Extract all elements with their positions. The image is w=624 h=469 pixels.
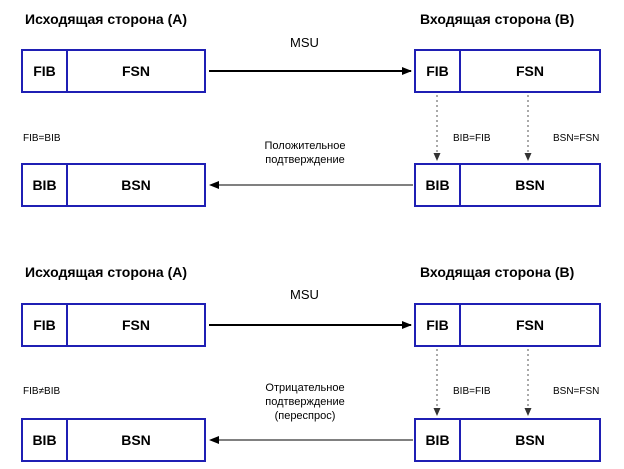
- panel2-receiver-bottom-frame: [414, 418, 601, 462]
- panel1-receiver-bottom-frame: [414, 163, 601, 207]
- receiver-fib-cell: FIB: [426, 63, 449, 79]
- receiver-bsn-cell: BSN: [515, 177, 545, 193]
- panel2-sender-top-frame: [21, 303, 206, 347]
- sender-fsn-cell: FSN: [122, 317, 150, 333]
- msu-label: MSU: [290, 35, 319, 50]
- sender-condition-label: FIB≠BIB: [23, 386, 61, 397]
- ack-caption: Положительное подтверждение: [264, 140, 346, 166]
- sender-bsn-cell: BSN: [121, 177, 151, 193]
- ack-caption: Отрицательное подтверждение (переспрос): [265, 382, 345, 422]
- panel1-sender-top-frame: [21, 49, 206, 93]
- receiver-fsn-cell: FSN: [516, 63, 544, 79]
- sender-bib-cell: BIB: [32, 432, 57, 448]
- sender-fsn-cell: FSN: [122, 63, 150, 79]
- receiver-fsn-cell: FSN: [516, 317, 544, 333]
- receiver-bsn-cell: BSN: [515, 432, 545, 448]
- panel1-receiver-top-frame: [414, 49, 601, 93]
- receiver-title: Входящая сторона (В): [420, 11, 575, 27]
- receiver-bib-equals-fib-label: BIB=FIB: [453, 386, 491, 397]
- panel2-receiver-top-frame: [414, 303, 601, 347]
- receiver-fib-cell: FIB: [426, 317, 449, 333]
- receiver-bib-equals-fib-label: BIB=FIB: [453, 133, 491, 144]
- sender-bsn-cell: BSN: [121, 432, 151, 448]
- panel2-sender-bottom-frame: [21, 418, 206, 462]
- receiver-title: Входящая сторона (В): [420, 264, 575, 280]
- sender-condition-label: FIB=BIB: [23, 133, 61, 144]
- receiver-bib-cell: BIB: [425, 432, 450, 448]
- receiver-bsn-equals-fsn-label: BSN=FSN: [553, 386, 600, 397]
- sender-title: Исходящая сторона (А): [25, 11, 188, 27]
- sender-fib-cell: FIB: [33, 317, 56, 333]
- sender-title: Исходящая сторона (А): [25, 264, 188, 280]
- sender-fib-cell: FIB: [33, 63, 56, 79]
- msu-label: MSU: [290, 287, 319, 302]
- receiver-bib-cell: BIB: [425, 177, 450, 193]
- panel1-sender-bottom-frame: [21, 163, 206, 207]
- receiver-bsn-equals-fsn-label: BSN=FSN: [553, 133, 600, 144]
- sender-bib-cell: BIB: [32, 177, 57, 193]
